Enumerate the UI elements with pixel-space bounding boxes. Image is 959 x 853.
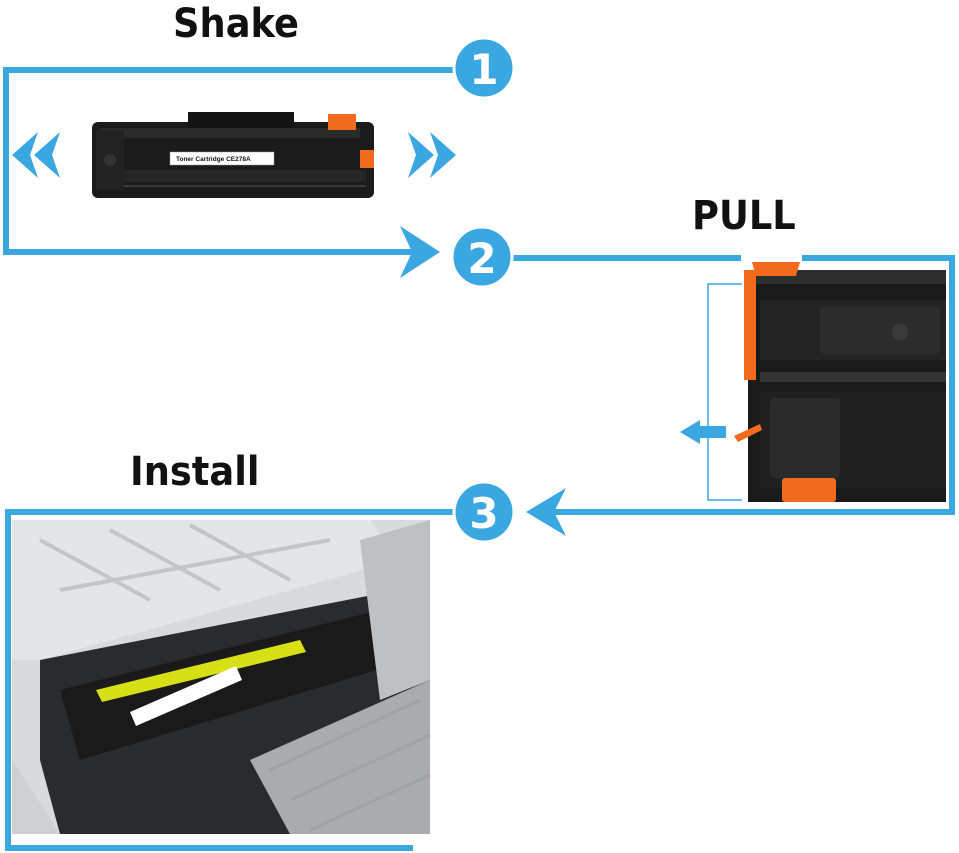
step-3-number: 3 bbox=[469, 489, 498, 538]
step-2-heading: PULL bbox=[692, 193, 796, 239]
toner-cartridge-image: Toner Cartridge CE278A bbox=[92, 112, 374, 198]
printer-install-image bbox=[12, 520, 431, 834]
seal-strip bbox=[744, 270, 756, 380]
step-circle-1: 1 bbox=[452, 36, 516, 100]
loop-line-1-to-2 bbox=[3, 67, 458, 255]
step-1-number: 1 bbox=[469, 45, 498, 94]
arrow-to-3-icon bbox=[526, 488, 566, 536]
arrow-to-2-icon bbox=[400, 226, 440, 278]
step-circle-3: 3 bbox=[452, 480, 516, 544]
pull-closeup-image bbox=[680, 262, 946, 502]
flow-lines bbox=[3, 67, 955, 851]
right-double-chevron-icon bbox=[408, 132, 456, 178]
left-arrow-icon bbox=[680, 420, 726, 444]
cartridge-label-text: Toner Cartridge CE278A bbox=[176, 156, 251, 163]
left-double-chevron-icon bbox=[12, 132, 60, 178]
step-3-heading: Install bbox=[130, 449, 260, 495]
pull-tab bbox=[782, 478, 836, 502]
step-1-heading: Shake bbox=[173, 1, 299, 47]
install-frame-line bbox=[5, 509, 458, 851]
pull-frame-right bbox=[709, 255, 955, 515]
cartridge-orange-tab bbox=[328, 114, 356, 130]
step-2-number: 2 bbox=[467, 234, 496, 283]
step-circle-2: 2 bbox=[450, 225, 514, 289]
cartridge-label bbox=[169, 151, 275, 166]
